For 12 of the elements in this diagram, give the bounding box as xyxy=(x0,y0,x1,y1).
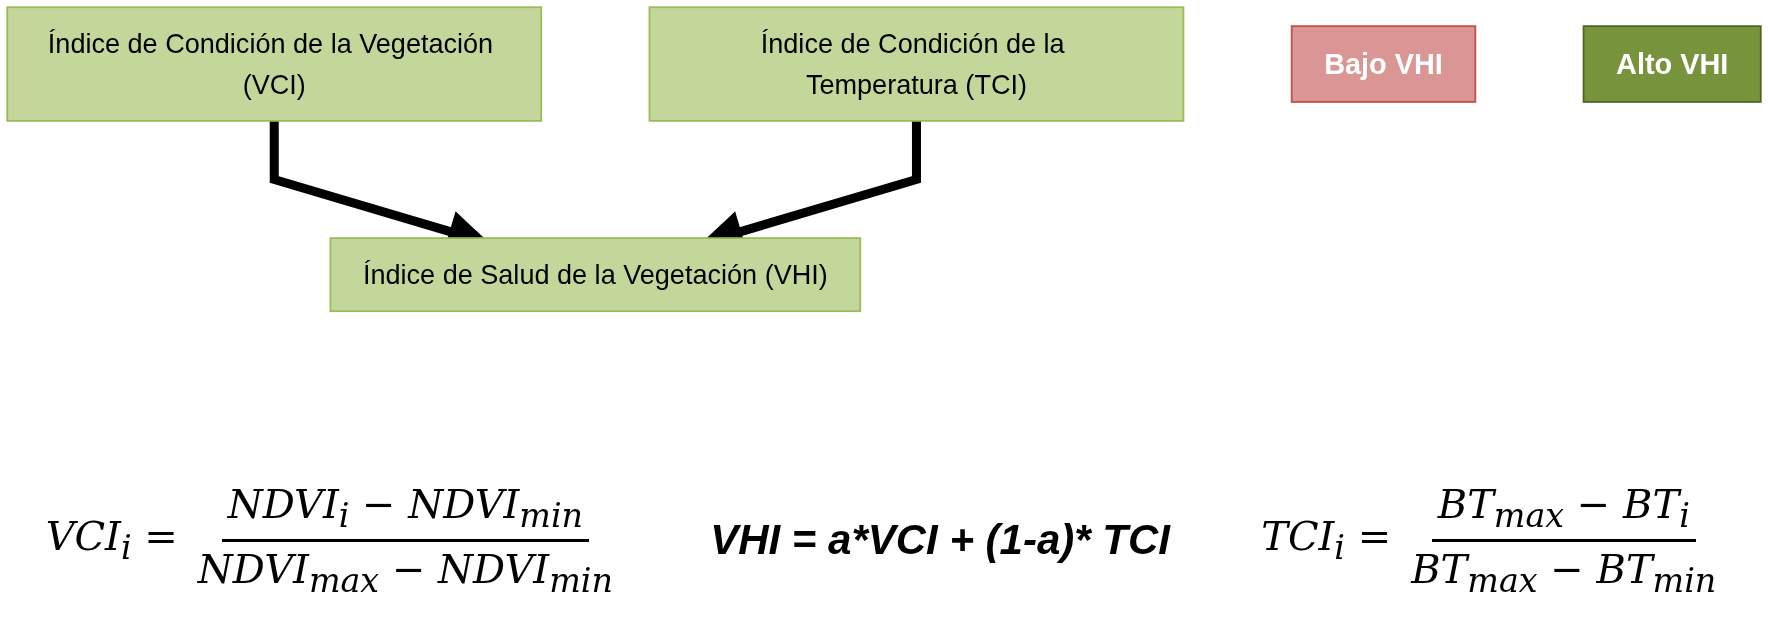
node-box: Índice de Condición de la Vegetación (VCI) xyxy=(6,6,543,122)
formula-numerator: BT$_{max}$ − BT$_{i}$ xyxy=(1431,480,1696,542)
node-box: Bajo VHI xyxy=(1290,25,1477,103)
formula-denominator: NDVI$_{max}$ − NDVI$_{min}$ xyxy=(196,544,614,600)
formula-text: VHI = a*VCI + (1-a)* TCI xyxy=(710,516,1170,564)
formula-text: VCI$_{i}$ = xyxy=(45,513,178,567)
node-box: Índice de Salud de la Vegetación (VHI) xyxy=(329,237,862,313)
formula-text: TCI$_{i}$ = xyxy=(1261,513,1392,567)
formula-denominator: BT$_{max}$ − BT$_{min}$ xyxy=(1409,544,1718,600)
node-box: Alto VHI xyxy=(1582,25,1762,103)
formula-numerator: NDVI$_{i}$ − NDVI$_{min}$ xyxy=(221,480,590,542)
node-box: Índice de Condición de la Temperatura (TCI) xyxy=(648,6,1185,122)
